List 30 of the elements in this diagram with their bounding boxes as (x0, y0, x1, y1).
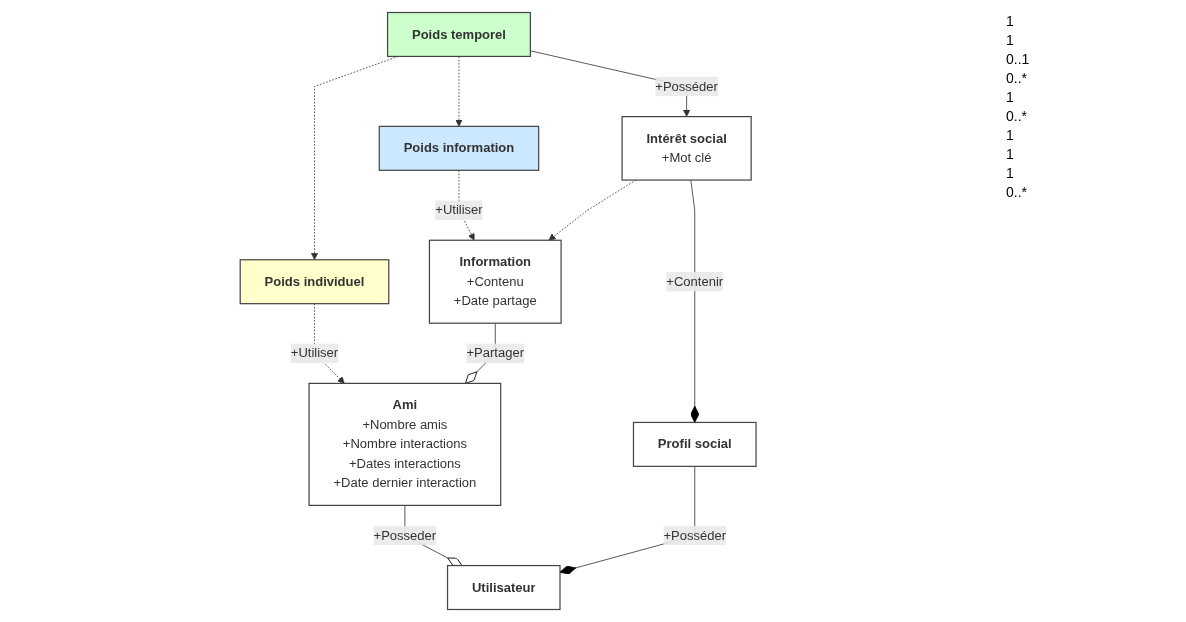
edge-label: +Posséder (663, 525, 726, 546)
edge-label: +Posséder (655, 76, 718, 97)
node-label: +Dates interactions (348, 456, 461, 471)
multiplicity-label: 1 (1006, 32, 1015, 48)
multiplicity-label: 0..* (1006, 108, 1028, 124)
node-label: +Nombre amis (362, 417, 448, 432)
class-box: Utilisateur (446, 564, 561, 611)
multiplicity-label: 1 (1006, 146, 1015, 162)
multiplicity-label: 1 (1006, 165, 1015, 181)
edge-label: +Partager (466, 343, 524, 364)
edge-label: +Posseder (373, 525, 437, 546)
class-box: Profil social (632, 421, 757, 467)
edge-label: +Contenir (666, 271, 724, 292)
node-label: +Date dernier interaction (333, 476, 477, 490)
class-box: Poids individuel (239, 259, 390, 305)
multiplicity-label: 1 (1006, 13, 1015, 29)
class-box: Poids information (378, 125, 540, 171)
multiplicity-label: 0..1 (1006, 51, 1031, 67)
class-box: Intérêt social +Mot clé (621, 116, 752, 181)
class-box: Poids temporel (386, 11, 531, 58)
class-box: Information +Contenu +Date partage (428, 239, 562, 324)
edge-label: +Utiliser (290, 343, 339, 364)
multiplicity-label: 0..* (1006, 70, 1028, 86)
multiplicity-label: 1 (1006, 127, 1015, 143)
multiplicity-label: 0..* (1006, 184, 1028, 200)
multiplicity-label: 1 (1006, 89, 1015, 105)
edge-label: +Utiliser (435, 200, 483, 220)
node-label: Ami (392, 398, 418, 412)
node-label: +Nombre interactions (342, 437, 467, 451)
class-box: Ami +Nombre amis +Nombre interactions +Dates interactions +Date dernier interaction (308, 382, 502, 506)
